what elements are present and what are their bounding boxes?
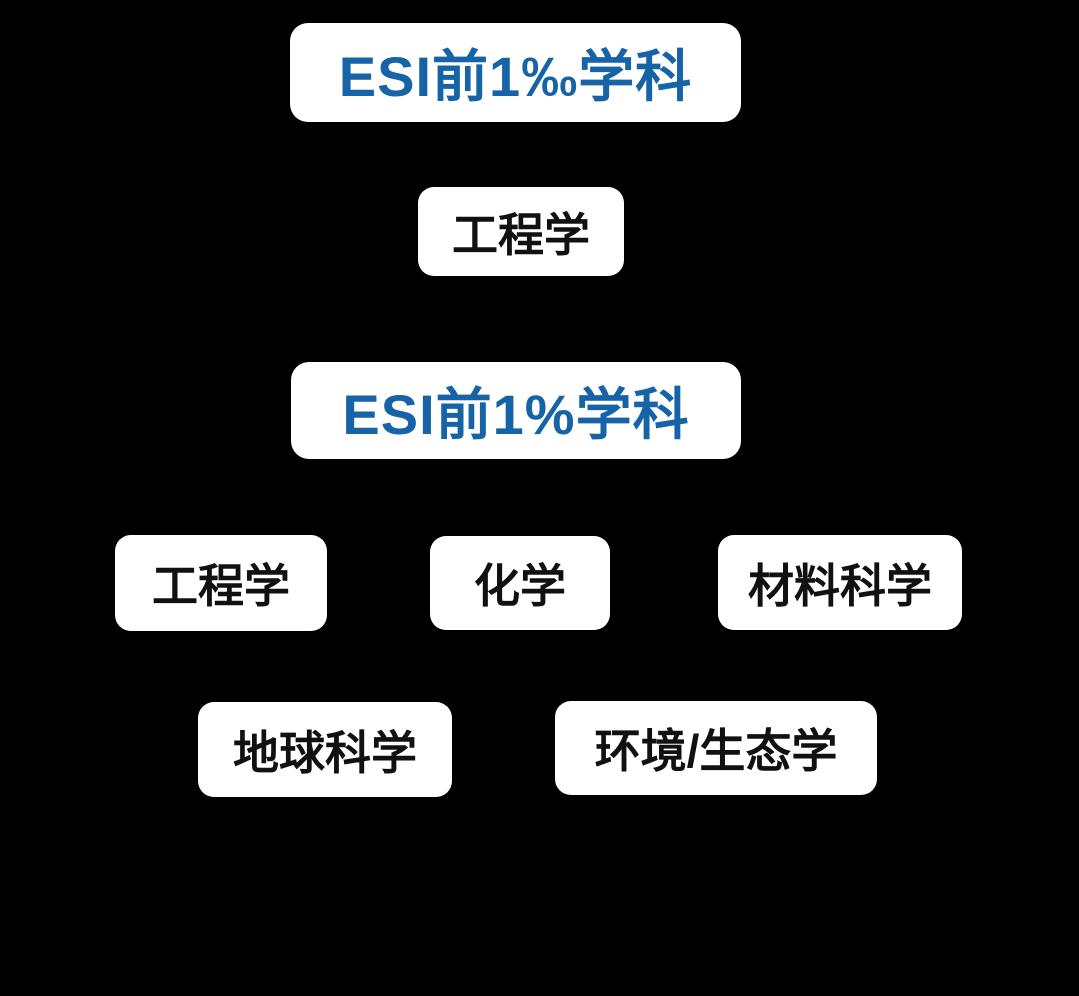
esi-percent-item-chemistry-label: 化学: [474, 560, 566, 612]
esi-percent-item-engineering: 工程学: [115, 535, 327, 631]
esi-percent-item-geosciences-label: 地球科学: [233, 726, 417, 779]
esi-percent-item-materials-science-label: 材料科学: [748, 559, 932, 612]
esi-permille-item-engineering-label: 工程学: [452, 208, 590, 261]
esi-percent-item-environment-ecology-label: 环境/生态学: [594, 725, 838, 777]
esi-percent-item-environment-ecology: 环境/生态学: [555, 701, 877, 795]
esi-permille-item-engineering: 工程学: [418, 187, 624, 276]
esi-percent-header-label: ESI前1%学科: [342, 383, 690, 446]
esi-permille-header-label: ESI前1‰学科: [338, 45, 693, 108]
esi-percent-item-geosciences: 地球科学: [198, 702, 452, 797]
esi-percent-item-chemistry: 化学: [430, 536, 610, 630]
esi-percent-item-engineering-label: 工程学: [152, 560, 290, 612]
esi-percent-header-box: ESI前1%学科: [291, 362, 741, 459]
esi-percent-item-materials-science: 材料科学: [718, 535, 962, 630]
esi-permille-header-box: ESI前1‰学科: [290, 23, 741, 122]
